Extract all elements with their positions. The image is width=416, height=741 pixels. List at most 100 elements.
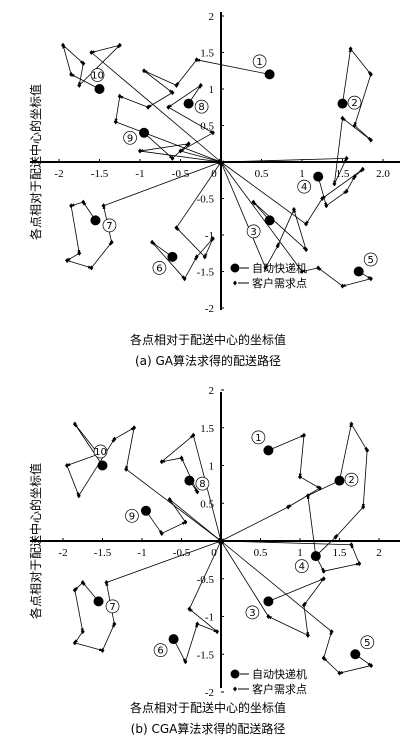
route-10 bbox=[61, 42, 222, 163]
legend-station-marker bbox=[230, 669, 240, 679]
station-label: 1 bbox=[255, 433, 261, 444]
customer-point bbox=[159, 530, 164, 536]
station-point bbox=[140, 505, 151, 516]
route-9 bbox=[138, 132, 222, 164]
route-segment bbox=[307, 480, 341, 497]
route-segment bbox=[160, 457, 182, 463]
customer-point bbox=[195, 621, 200, 627]
customer-point bbox=[368, 137, 373, 143]
station-label-ring bbox=[153, 643, 168, 658]
customer-point bbox=[251, 199, 256, 205]
legend-station-label: 自动快递机 bbox=[252, 261, 307, 275]
station-point bbox=[139, 127, 150, 138]
route-segment bbox=[74, 631, 84, 644]
route-segment bbox=[350, 544, 360, 564]
station-label: 10 bbox=[94, 447, 107, 458]
route-segment bbox=[184, 256, 198, 279]
route-segment bbox=[323, 657, 340, 674]
x-tick-label: 2 bbox=[376, 547, 382, 559]
customer-point bbox=[305, 632, 310, 638]
customer-point bbox=[365, 447, 370, 453]
x-tick-label: 2.0 bbox=[376, 168, 390, 180]
station-label: 7 bbox=[106, 221, 112, 232]
route-segment bbox=[301, 267, 319, 273]
route-segment bbox=[350, 48, 372, 76]
station-label-ring bbox=[347, 95, 362, 110]
route-1 bbox=[220, 432, 322, 542]
station-label-ring bbox=[344, 472, 359, 487]
route-segment bbox=[78, 63, 84, 87]
customer-point bbox=[352, 123, 357, 128]
customer-point bbox=[174, 225, 179, 231]
y-axis-label: 各点相对于配送中心的坐标值 bbox=[28, 84, 43, 240]
y-tick-label: 1 bbox=[209, 461, 215, 473]
route-segment bbox=[220, 161, 303, 272]
station-point bbox=[263, 596, 274, 607]
y-tick-label: -1 bbox=[205, 230, 214, 242]
route-segment bbox=[102, 623, 115, 651]
customer-point bbox=[159, 459, 164, 465]
customer-point bbox=[112, 436, 117, 442]
customer-point bbox=[100, 647, 105, 653]
station-label-ring bbox=[123, 130, 137, 145]
route-2 bbox=[220, 46, 373, 187]
customer-point bbox=[113, 119, 118, 125]
route-segment bbox=[62, 44, 72, 75]
route-segment bbox=[334, 157, 347, 185]
route-segment bbox=[298, 435, 305, 478]
route-segment bbox=[168, 106, 214, 134]
station-label-ring bbox=[245, 605, 260, 620]
route-6 bbox=[173, 540, 222, 665]
station-label: 8 bbox=[198, 102, 204, 113]
route-segment bbox=[66, 453, 99, 466]
customer-point bbox=[101, 203, 106, 209]
customer-point bbox=[202, 254, 207, 260]
station-label-ring bbox=[252, 54, 267, 69]
route-segment bbox=[185, 623, 198, 662]
y-tick-label: -0.5 bbox=[197, 574, 215, 586]
route-segment bbox=[125, 468, 222, 542]
route-segment bbox=[303, 578, 325, 606]
route-2 bbox=[305, 421, 370, 559]
route-segment bbox=[361, 450, 368, 508]
route-segment bbox=[268, 578, 325, 602]
route-segment bbox=[253, 201, 307, 251]
route-segment bbox=[74, 642, 104, 652]
x-tick-label: 0 bbox=[211, 168, 217, 180]
station-point bbox=[183, 98, 194, 109]
route-segment bbox=[143, 132, 173, 159]
customer-point bbox=[337, 670, 342, 676]
customer-point bbox=[352, 174, 357, 180]
x-axis-label: 各点相对于配送中心的坐标值 bbox=[130, 700, 286, 715]
route-segment bbox=[70, 74, 100, 90]
customer-point bbox=[300, 269, 304, 274]
customer-point bbox=[210, 130, 215, 136]
station-label-ring bbox=[93, 444, 108, 459]
x-tick-label: 0.5 bbox=[254, 547, 268, 559]
y-tick-label: 1.5 bbox=[200, 423, 214, 435]
route-segment bbox=[176, 161, 222, 228]
station-label: 3 bbox=[249, 608, 255, 619]
route-5 bbox=[220, 161, 373, 289]
y-tick-label: -1 bbox=[205, 612, 214, 624]
customer-point bbox=[187, 606, 192, 612]
route-segment bbox=[277, 209, 295, 247]
route-segment bbox=[66, 465, 80, 497]
route-segment bbox=[333, 118, 343, 185]
route-segment bbox=[143, 70, 174, 94]
route-5 bbox=[220, 540, 374, 676]
route-7 bbox=[65, 161, 222, 271]
route-segment bbox=[62, 44, 84, 64]
customer-point bbox=[298, 474, 302, 480]
route-segment bbox=[78, 44, 121, 86]
route-segment bbox=[151, 242, 186, 280]
customer-point bbox=[340, 283, 345, 289]
customer-point bbox=[332, 181, 337, 187]
route-segment bbox=[220, 161, 266, 269]
route-segment bbox=[169, 498, 186, 523]
customer-point bbox=[291, 206, 296, 212]
route-segment bbox=[161, 434, 194, 463]
route-segment bbox=[189, 540, 222, 610]
